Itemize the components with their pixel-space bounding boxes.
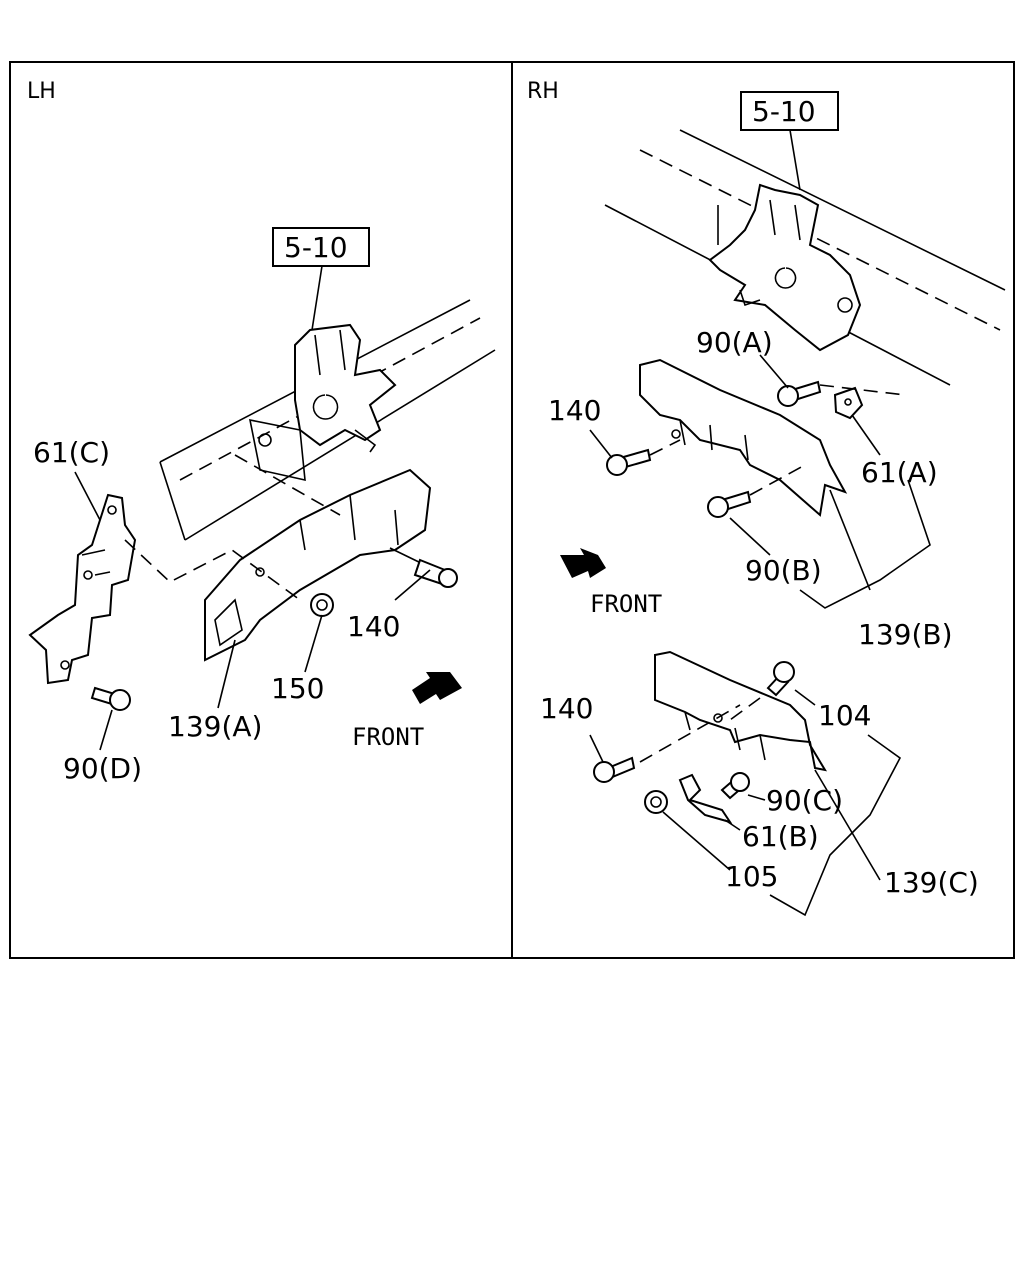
lh-side-label: LH	[27, 79, 56, 104]
label-rh-front: FRONT	[590, 590, 662, 618]
label-lh-140: 140	[347, 610, 400, 643]
lh-bolt-90d	[90, 686, 131, 711]
lh-bolt-140	[389, 547, 458, 588]
label-139b: 139(B)	[858, 618, 953, 651]
rh-bolt-90c	[720, 772, 750, 800]
rh-bolt-104	[766, 661, 795, 697]
rh-bracket-61a	[833, 386, 864, 420]
rh-ref-box: 5-10	[740, 91, 839, 191]
label-61b: 61(B)	[742, 820, 819, 853]
label-139c: 139(C)	[884, 866, 979, 899]
rh-panel-frame	[511, 61, 1015, 959]
label-139a: 139(A)	[168, 710, 262, 743]
rh-side-label: RH	[527, 79, 559, 104]
lh-ref-box: 5-10	[272, 227, 370, 331]
label-lh-front: FRONT	[352, 723, 424, 751]
lh-shield-139a	[204, 468, 432, 662]
lh-ref-label: 5-10	[284, 231, 348, 264]
label-61a: 61(A)	[861, 456, 938, 489]
label-90d: 90(D)	[63, 752, 142, 785]
rh-shield-139b	[639, 358, 848, 517]
rh-bracket-61b	[678, 773, 733, 824]
rh-bolt-90b	[707, 490, 752, 518]
rh-bolt-140-upper	[606, 448, 652, 476]
rh-bolt-140-lower	[593, 756, 636, 783]
label-90c: 90(C)	[766, 784, 843, 817]
lh-engine-mount	[248, 323, 397, 482]
label-104: 104	[818, 699, 871, 732]
label-61c: 61(C)	[33, 436, 110, 469]
rh-nut-105	[644, 790, 668, 814]
rh-ref-label: 5-10	[752, 95, 816, 128]
lh-bracket-61c	[28, 493, 137, 685]
rh-bolt-90a	[777, 380, 822, 407]
label-90b: 90(B)	[745, 554, 822, 587]
label-105: 105	[725, 860, 778, 893]
label-90a: 90(A)	[696, 326, 773, 359]
label-rh-140-lower: 140	[540, 692, 593, 725]
lh-panel-frame	[9, 61, 513, 959]
rh-front-arrow-icon	[560, 548, 606, 578]
label-150: 150	[271, 672, 324, 705]
lh-front-arrow-icon	[412, 672, 462, 704]
label-rh-140-upper: 140	[548, 394, 601, 427]
rh-engine-mount	[708, 183, 862, 352]
rh-shield-139c	[654, 650, 828, 772]
lh-nut-150	[310, 593, 334, 617]
